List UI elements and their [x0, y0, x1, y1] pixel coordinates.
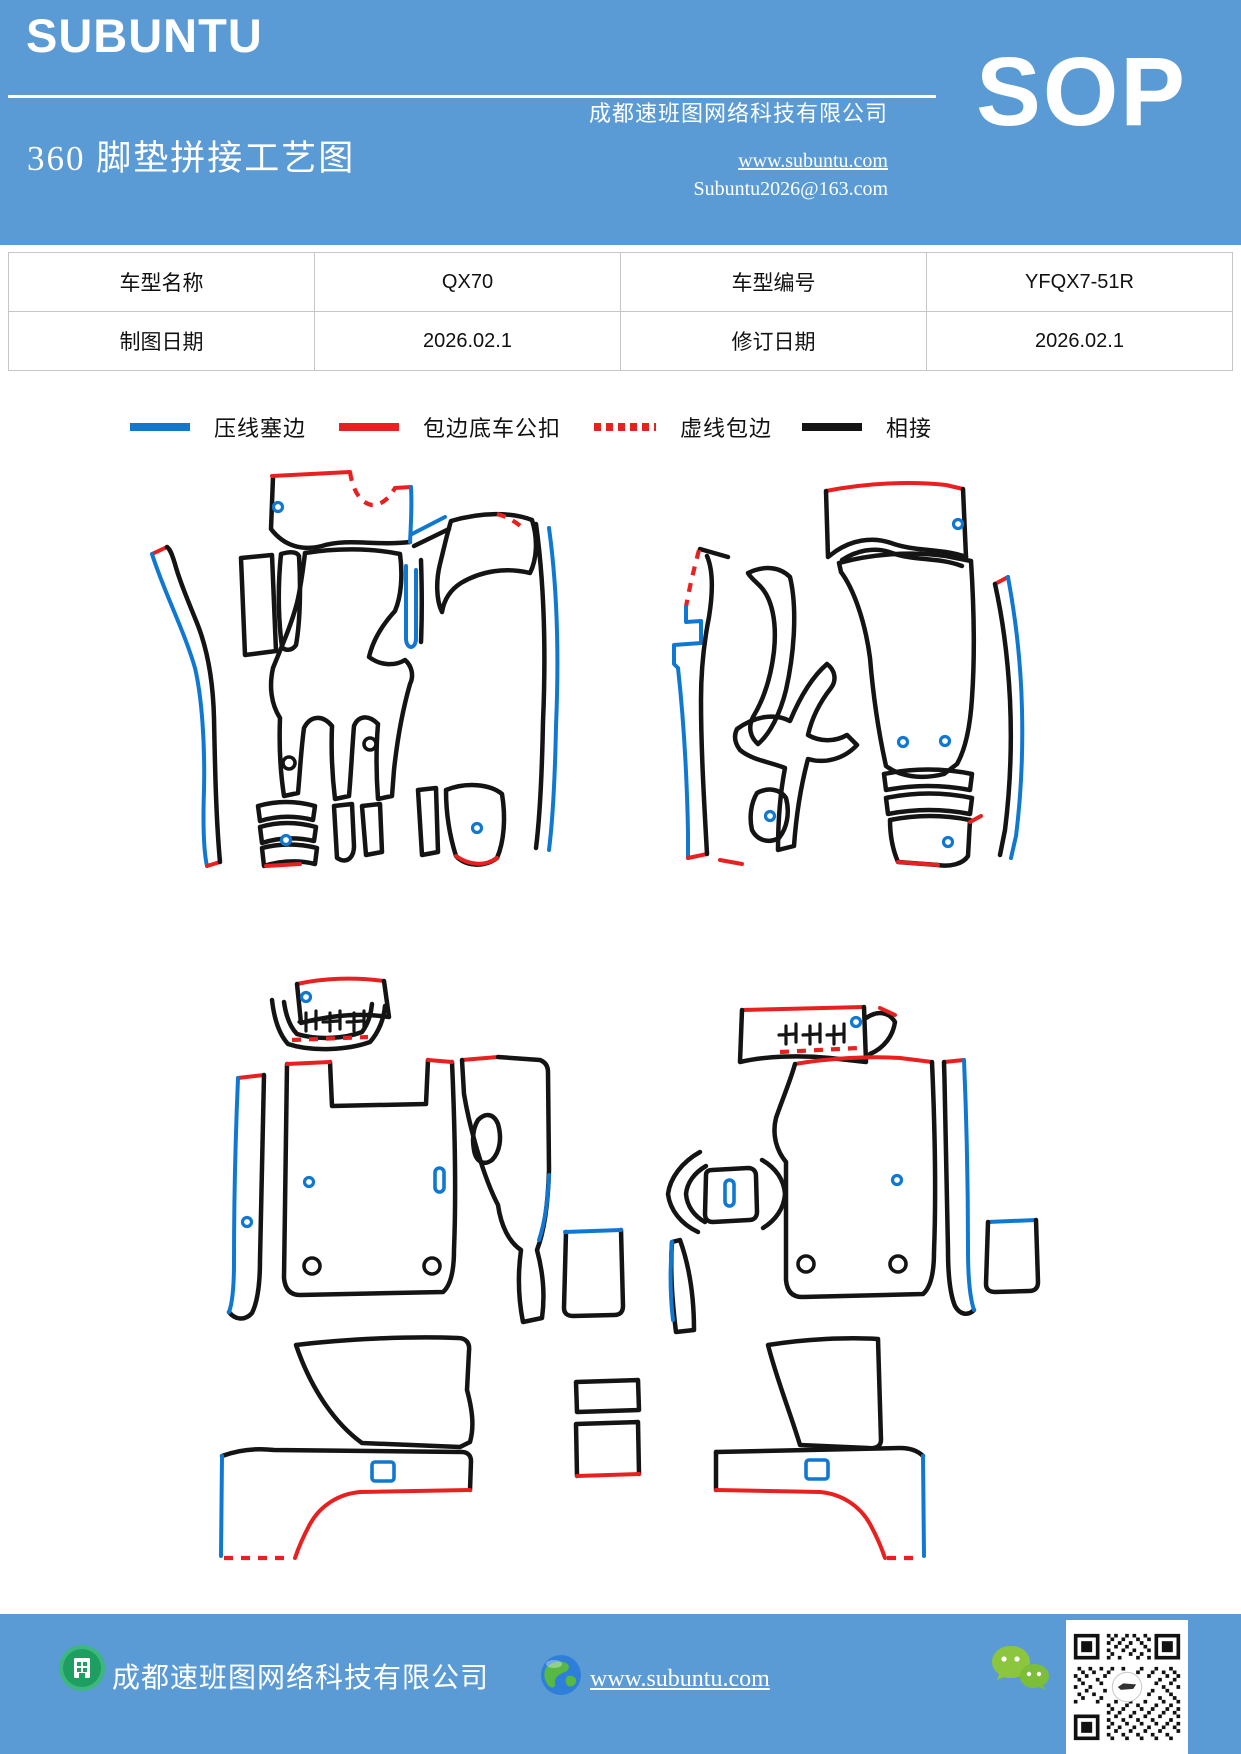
mat-piece	[459, 1054, 552, 1325]
footer-website-link[interactable]: www.subuntu.com	[590, 1666, 770, 1692]
draw-date-value: 2026.02.1	[314, 311, 621, 371]
footer: 成都速班图网络科技有限公司 www.subuntu.com	[0, 1614, 1241, 1754]
legend-label: 包边底车公扣	[423, 416, 562, 441]
legend-item-dashed-wrap: 虚线包边	[592, 410, 772, 444]
top-pattern-view	[150, 470, 1025, 869]
mat-piece	[665, 1149, 788, 1335]
mat-piece	[561, 1227, 626, 1319]
mat-piece	[269, 976, 392, 1052]
mat-pattern-diagrams	[150, 470, 1041, 1561]
mat-piece	[281, 1057, 458, 1298]
mat-piece	[293, 1335, 475, 1450]
mat-piece	[941, 1058, 977, 1316]
legend-label: 压线塞边	[214, 416, 307, 441]
table-row: 车型名称 QX70 车型编号 YFQX7-51R	[8, 252, 1233, 312]
mat-piece	[672, 546, 731, 860]
legend-item-press-edge: 压线塞边	[128, 410, 306, 444]
vehicle-info-table: 车型名称 QX70 车型编号 YFQX7-51R 制图日期 2026.02.1 …	[8, 252, 1233, 371]
footer-company-name: 成都速班图网络科技有限公司	[112, 1663, 490, 1694]
mat-piece	[992, 575, 1025, 860]
mat-piece	[772, 1055, 938, 1300]
mat-piece	[718, 661, 860, 866]
qr-code-pattern	[1072, 1632, 1182, 1742]
header-website-link[interactable]: www.subuntu.com	[738, 150, 888, 172]
legend-label: 虚线包边	[680, 416, 773, 441]
mat-piece	[238, 552, 279, 658]
mat-piece	[713, 1445, 926, 1561]
model-code-value: YFQX7-51R	[926, 252, 1233, 312]
red-line-swatch	[339, 423, 399, 431]
mat-piece	[737, 1004, 898, 1065]
legend-label: 相接	[886, 416, 933, 441]
page-title: 360 脚垫拼接工艺图	[27, 139, 356, 178]
header-divider	[8, 95, 936, 98]
table-row: 制图日期 2026.02.1 修订日期 2026.02.1	[8, 311, 1233, 371]
wechat-icon	[992, 1646, 1049, 1690]
mat-piece	[745, 565, 797, 747]
mat-piece	[983, 1217, 1041, 1295]
sop-badge: SOP	[976, 37, 1187, 146]
red-dashed-swatch	[594, 423, 656, 431]
legend-item-wrap-edge: 包边底车公扣	[337, 410, 561, 444]
mat-piece	[410, 511, 560, 852]
company-logo: SUBUNTU	[26, 9, 263, 62]
globe-icon	[541, 1655, 581, 1695]
mat-piece	[276, 550, 303, 652]
mat-piece	[573, 1377, 642, 1479]
legend-item-join: 相接	[800, 410, 932, 444]
company-building-icon	[59, 1645, 105, 1691]
qr-code	[1066, 1620, 1188, 1754]
draw-date-label: 制图日期	[8, 311, 315, 371]
mat-piece	[226, 1072, 267, 1321]
model-name-label: 车型名称	[8, 252, 315, 312]
mat-piece	[836, 551, 977, 779]
blue-line-swatch	[130, 423, 190, 431]
mat-piece	[331, 782, 507, 867]
header: SUBUNTU 360 脚垫拼接工艺图 成都速班图网络科技有限公司 www.su…	[0, 0, 1241, 245]
model-name-value: QX70	[314, 252, 621, 312]
mat-piece	[268, 470, 414, 551]
mat-piece	[150, 544, 223, 868]
mat-piece	[255, 799, 320, 869]
mat-piece	[881, 767, 983, 868]
mat-piece	[219, 1447, 474, 1561]
revise-date-label: 修订日期	[620, 311, 927, 371]
revise-date-value: 2026.02.1	[926, 311, 1233, 371]
mat-piece	[268, 547, 415, 802]
mat-piece	[765, 1336, 884, 1451]
mat-piece	[404, 557, 424, 649]
mat-piece	[823, 481, 969, 569]
header-company-name: 成都速班图网络科技有限公司	[588, 101, 888, 126]
bottom-pattern-view	[219, 976, 1041, 1561]
black-line-swatch	[802, 423, 862, 431]
model-code-label: 车型编号	[620, 252, 927, 312]
line-legend: 压线塞边 包边底车公扣 虚线包边 相接	[0, 410, 1241, 444]
header-email: Subuntu2026@163.com	[693, 178, 888, 200]
